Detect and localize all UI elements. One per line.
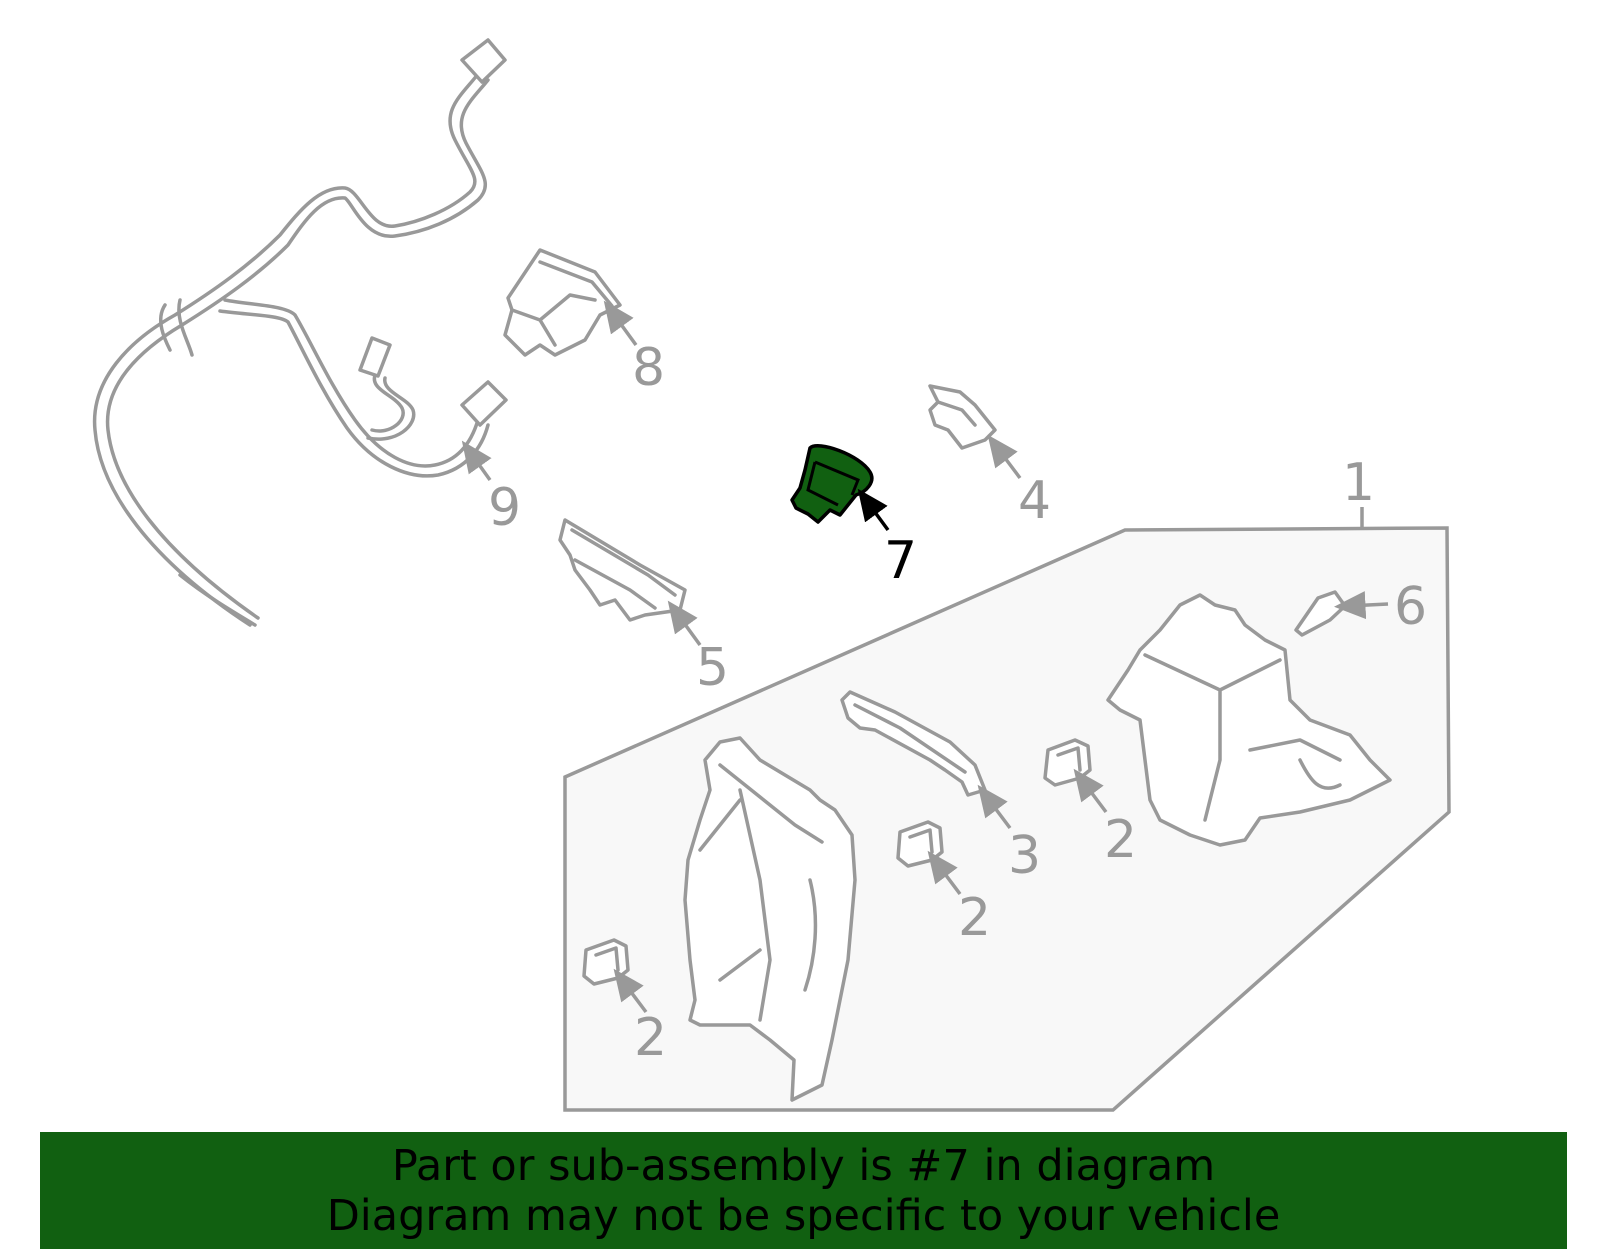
part-5 [558, 518, 687, 622]
leader-8 [603, 300, 638, 347]
callout-5: 5 [696, 638, 729, 698]
callout-6: 6 [1394, 577, 1427, 637]
upper-cover [1106, 593, 1392, 847]
callout-8: 8 [632, 338, 665, 398]
callout-1: 1 [1342, 453, 1375, 513]
leader-2b [927, 850, 962, 896]
leader-5 [667, 600, 702, 647]
clip-part-2b [896, 820, 944, 868]
wiring-harness-part-9 [92, 38, 508, 627]
callout-2c: 2 [634, 1008, 667, 1068]
banner-line-2: Diagram may not be specific to your vehi… [326, 1190, 1281, 1241]
callout-7: 7 [884, 531, 917, 591]
leader-6 [1334, 591, 1389, 620]
leader-2a [1073, 768, 1108, 814]
leader-3 [977, 784, 1012, 830]
leader-9 [461, 440, 492, 482]
callout-4: 4 [1018, 471, 1051, 531]
part-8 [503, 248, 622, 357]
lower-cover [683, 736, 857, 1102]
callout-2b: 2 [958, 888, 991, 948]
callout-3: 3 [1008, 826, 1041, 886]
clip-part-2c [582, 938, 630, 986]
banner-line-1: Part or sub-assembly is #7 in diagram [391, 1140, 1216, 1191]
leader-2c [613, 968, 648, 1014]
leader-4 [987, 434, 1022, 480]
callout-9: 9 [488, 478, 521, 538]
part-4 [928, 384, 997, 450]
part-3 [840, 690, 987, 797]
leader-7 [857, 488, 890, 532]
highlighted-part-7 [790, 444, 874, 524]
callout-2a: 2 [1104, 810, 1137, 870]
info-banner: Part or sub-assembly is #7 in diagram Di… [40, 1132, 1567, 1249]
